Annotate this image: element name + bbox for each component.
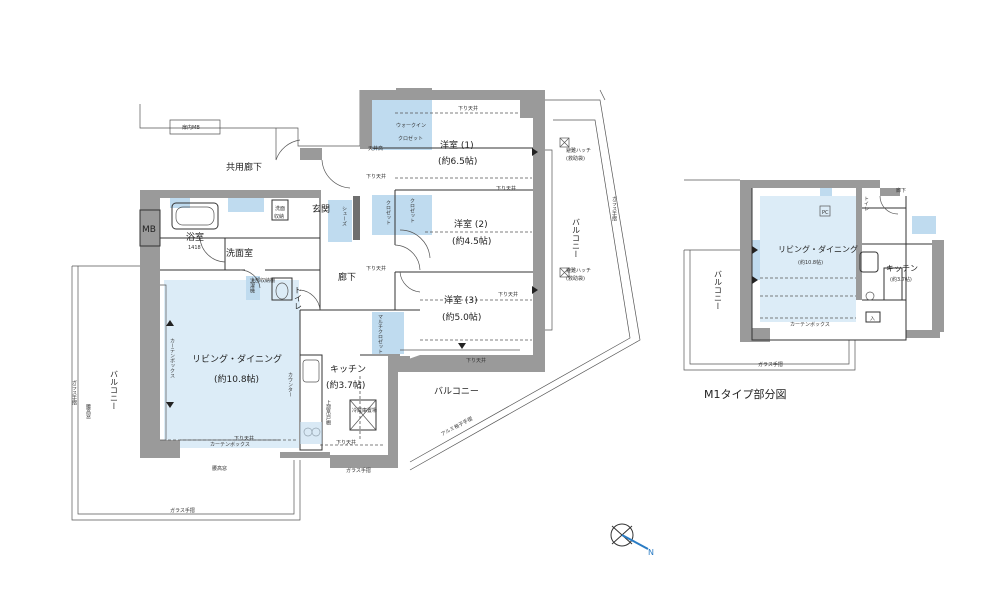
label-evac-hatch-2: 避難ハッチ (566, 267, 591, 274)
label-ceiling-a: 下り天井 (458, 105, 478, 112)
compass-north-label: N (648, 548, 654, 557)
label-multi-closet: マルチクロゼット (377, 314, 383, 354)
bathtub (171, 202, 219, 230)
room-western-2-size: (約4.5帖) (452, 235, 491, 247)
interior-partitions (160, 147, 545, 450)
label-walk-in-2: クロゼット (398, 135, 423, 142)
label-closet-3: クロゼット (385, 200, 391, 225)
room-common-corridor: 共用廊下 (226, 161, 262, 173)
partial-kitchen: キッチン (886, 264, 918, 273)
label-door-mb: 扉内MB (182, 124, 200, 131)
room-western-1: 洋室 (1) (440, 139, 474, 151)
partial-glass-rail: ガラス手摺 (758, 361, 783, 368)
evac-hatch-2 (559, 267, 570, 278)
closet-3-fill (372, 312, 404, 354)
walk-in-closet-fill (372, 100, 432, 150)
ceiling-drops (168, 112, 532, 446)
label-washer: 洗濯機 (249, 277, 255, 294)
label-lavatory: 洗面 (275, 205, 285, 212)
label-upper-shelf: 上部収納棚 (250, 277, 275, 284)
label-ceiling-g: 下り天井 (336, 439, 356, 446)
label-alum-rail: アルミ格子手摺 (440, 415, 474, 438)
label-glass-rail-bottom: ガラス手摺 (170, 507, 195, 514)
partial-living-dining: リビング・ダイニング (778, 244, 858, 254)
evac-hatch-1 (559, 137, 570, 148)
label-shoes: シューズ (341, 206, 347, 226)
room-balcony-bottom: バルコニー (434, 386, 479, 397)
structural-walls (140, 88, 545, 468)
label-curtain-box-h: カーテンボックス (210, 441, 250, 448)
label-glass-rail-left: ガラス手摺 (71, 379, 77, 406)
room-washroom: 洗面室 (226, 247, 253, 259)
doors (199, 128, 431, 311)
partial-pc: PC (822, 210, 829, 216)
kitchen-counter (299, 354, 323, 451)
closet-2-fill (372, 195, 432, 235)
label-ceiling-f: 下り天井 (234, 435, 254, 442)
label-curtain-box-v: カーテンボックス (169, 338, 175, 378)
room-western-3: 洋室 (3) (444, 294, 478, 306)
label-ceiling-d: 下り天井 (366, 265, 386, 272)
room-western-2: 洋室 (2) (454, 218, 488, 230)
label-ceiling-h: 下り天井 (498, 291, 518, 298)
label-shelf: 収納 (274, 213, 284, 220)
mb-box (139, 209, 161, 247)
washbasin (271, 199, 289, 221)
room-bathroom: 浴室 (186, 231, 204, 243)
label-closet-2: クロゼット (409, 198, 415, 223)
partial-toilet: トイレ (863, 196, 869, 211)
label-ceiling-height: 天井高 (368, 145, 383, 152)
partial-living-dining-size: (約10.8帖) (798, 259, 823, 266)
compass-icon (610, 523, 649, 550)
label-ceiling-c: 下り天井 (496, 185, 516, 192)
label-ceiling-e: 下り天井 (466, 357, 486, 364)
label-evac-hatch-1: 避難ハッチ (566, 147, 591, 154)
label-parapet: 腰高窓 (85, 404, 91, 419)
partial-entrance: 入 (870, 316, 875, 322)
label-fridge: 冷蔵庫置場 (352, 407, 377, 414)
label-ceiling-b: 下り天井 (366, 173, 386, 180)
label-bottom-note-1: ガラス手摺 (346, 467, 371, 474)
room-mb: MB (142, 225, 156, 235)
room-balcony-left: バルコニー (110, 370, 119, 410)
room-hallway: 廊下 (338, 271, 356, 283)
fridge-space (349, 399, 377, 431)
label-bottom-note-2: 腰高窓 (212, 465, 227, 472)
room-entrance: 玄関 (312, 203, 330, 215)
label-evac-hatch-2b: (救助袋) (566, 275, 585, 282)
right-balcony-outline (409, 89, 641, 471)
room-toilet: トイレ (294, 286, 303, 310)
label-upper-cabinet: 上部吊戸棚 (325, 399, 331, 426)
partial-curtain-box: カーテンボックス (790, 321, 830, 328)
partial-plan (683, 179, 944, 371)
room-living-dining-size: (約10.8帖) (214, 373, 259, 385)
room-bathroom-size: 1418 (188, 245, 201, 251)
room-western-1-size: (約6.5帖) (438, 155, 477, 167)
common-corridor-outline (139, 90, 361, 147)
left-balcony-outline (71, 265, 301, 521)
label-counter: カウンター (287, 372, 293, 397)
partial-hallway: 廊下 (896, 187, 906, 194)
direction-markers (166, 148, 538, 408)
room-living-dining: リビング・ダイニング (192, 353, 282, 365)
label-walk-in-1: ウォークイン (396, 122, 426, 129)
label-glass-rail-right: ガラス手摺 (611, 195, 617, 222)
room-kitchen: キッチン (330, 364, 366, 375)
room-kitchen-size: (約3.7帖) (326, 379, 365, 391)
room-balcony-right: バルコニー (572, 218, 581, 258)
room-western-3-size: (約5.0帖) (442, 311, 481, 323)
partial-kitchen-size: (約3.7帖) (890, 276, 912, 283)
partial-balcony: バルコニー (714, 270, 723, 310)
toilet-fixture (271, 277, 293, 301)
label-evac-hatch-1b: (救助袋) (566, 155, 585, 162)
entrance-shoes-fill (328, 200, 352, 242)
partial-plan-caption: M1タイプ部分図 (704, 387, 787, 401)
